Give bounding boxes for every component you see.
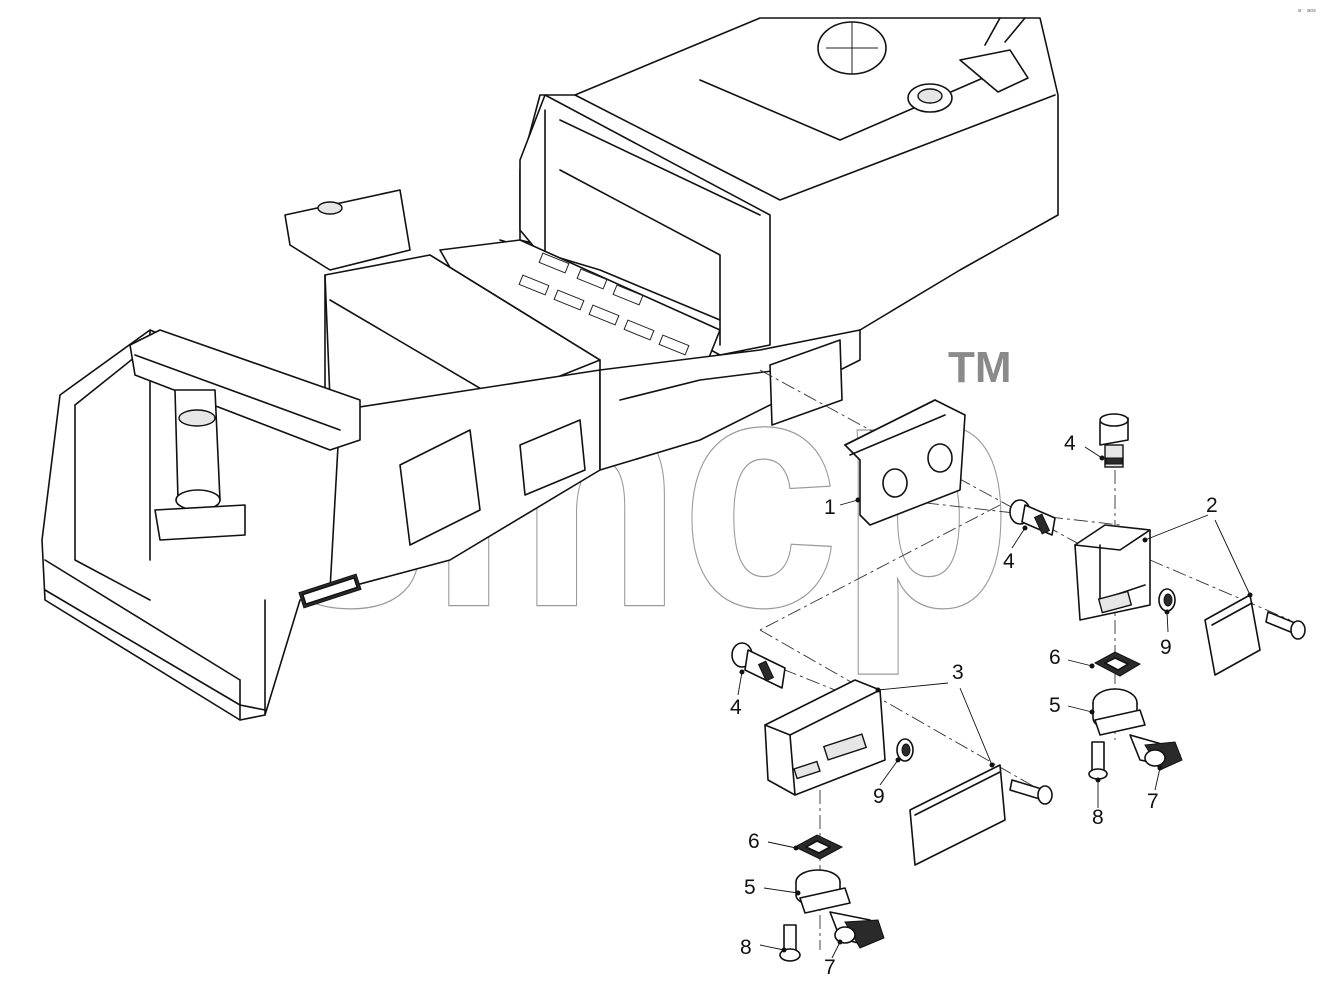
part-4-sensor-top	[1099, 413, 1129, 468]
callout-5-upper: 5	[1049, 694, 1061, 717]
part-2-cover	[1204, 594, 1261, 676]
callout-4-low: 4	[730, 696, 742, 719]
part-1-bracket	[844, 399, 966, 526]
part-5-unit-upper	[1092, 688, 1146, 736]
part-5-unit-lower	[795, 869, 851, 914]
callout-1: 1	[824, 496, 836, 519]
tractor-frame	[41, 17, 1059, 721]
bolt-upper	[1265, 611, 1306, 640]
part-8-pin-lower	[779, 924, 801, 962]
callout-2: 2	[1206, 494, 1218, 517]
callout-3: 3	[952, 661, 964, 684]
callout-7-lower: 7	[824, 956, 836, 979]
callout-6-lower: 6	[748, 830, 760, 853]
callout-6-upper: 6	[1049, 646, 1061, 669]
callout-4-mid: 4	[1003, 550, 1015, 573]
callout-numbers: 1 2 3 4 4 4 5 5 6 6 7 7 8 8 9 9	[730, 432, 1218, 979]
part-7-horn-lower	[829, 911, 885, 949]
part-6-gasket-lower	[793, 834, 844, 860]
callout-4-top: 4	[1064, 432, 1076, 455]
leader-lines	[737, 446, 1253, 959]
part-9-grommet-lower	[896, 738, 914, 762]
part-6-gasket-upper	[1093, 651, 1142, 677]
callout-9-upper: 9	[1160, 636, 1172, 659]
part-2-box	[1074, 524, 1151, 621]
callout-8-upper: 8	[1092, 806, 1104, 829]
part-4-sensor-low	[731, 642, 786, 689]
callout-9-lower: 9	[873, 785, 885, 808]
part-7-horn-upper	[1129, 734, 1183, 771]
bolt-lower	[1009, 779, 1053, 805]
floor-slots	[518, 252, 690, 356]
part-9-grommet-upper	[1158, 588, 1176, 612]
callout-7-upper: 7	[1147, 790, 1159, 813]
corner-note: a⁻ aos	[1298, 8, 1316, 14]
watermark-tm: TM	[948, 343, 1012, 392]
part-4-sensor-mid	[1009, 499, 1056, 536]
callout-5-lower: 5	[744, 876, 756, 899]
part-3-cover	[909, 764, 1006, 866]
part-8-pin-upper	[1088, 741, 1108, 780]
part-3-box	[764, 679, 886, 796]
callout-8-lower: 8	[740, 936, 752, 959]
